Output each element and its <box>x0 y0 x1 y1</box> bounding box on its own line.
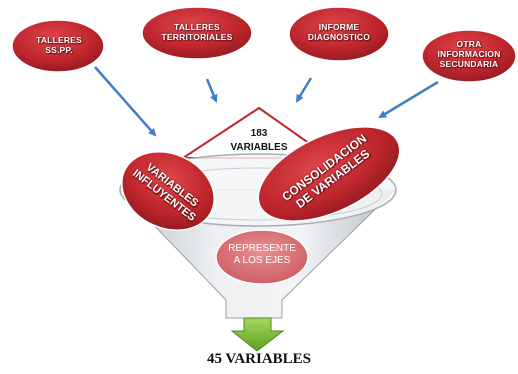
source-label-talleres-sspp: TALLERES SS.PP. <box>36 35 82 55</box>
consolidacion-ellipse <box>257 126 401 222</box>
source-label-talleres-territoriales: TALLERES TERRITORIALES <box>161 22 233 42</box>
source-label-otra-informacion: OTRA INFORMACION SECUNDARIA <box>437 39 501 69</box>
source-ellipse-talleres-sspp <box>11 19 105 73</box>
represente-label: REPRESENTE A LOS EJES <box>228 243 296 266</box>
source-ellipse-informe-diagnostico <box>288 6 390 62</box>
source-label-informe-diagnostico: INFORME DIAGNOSTICO <box>307 22 371 42</box>
arrow-talleres-sspp <box>94 66 157 137</box>
source-ellipse-otra-informacion <box>421 29 517 83</box>
arrow-talleres-territoriales <box>205 78 218 103</box>
represente-ellipse <box>215 229 309 285</box>
source-ellipse-talleres-territoriales <box>141 6 253 60</box>
arrow-informe-diagnostico <box>295 77 313 103</box>
down-arrow-icon <box>230 317 285 352</box>
triangle-word: VARIABLES <box>230 142 288 153</box>
triangle-count: 183 <box>250 128 268 139</box>
variables-influyentes-ellipse <box>121 151 215 231</box>
result-label: 45 VARIABLES <box>206 351 312 367</box>
arrow-otra-informacion <box>378 80 439 119</box>
